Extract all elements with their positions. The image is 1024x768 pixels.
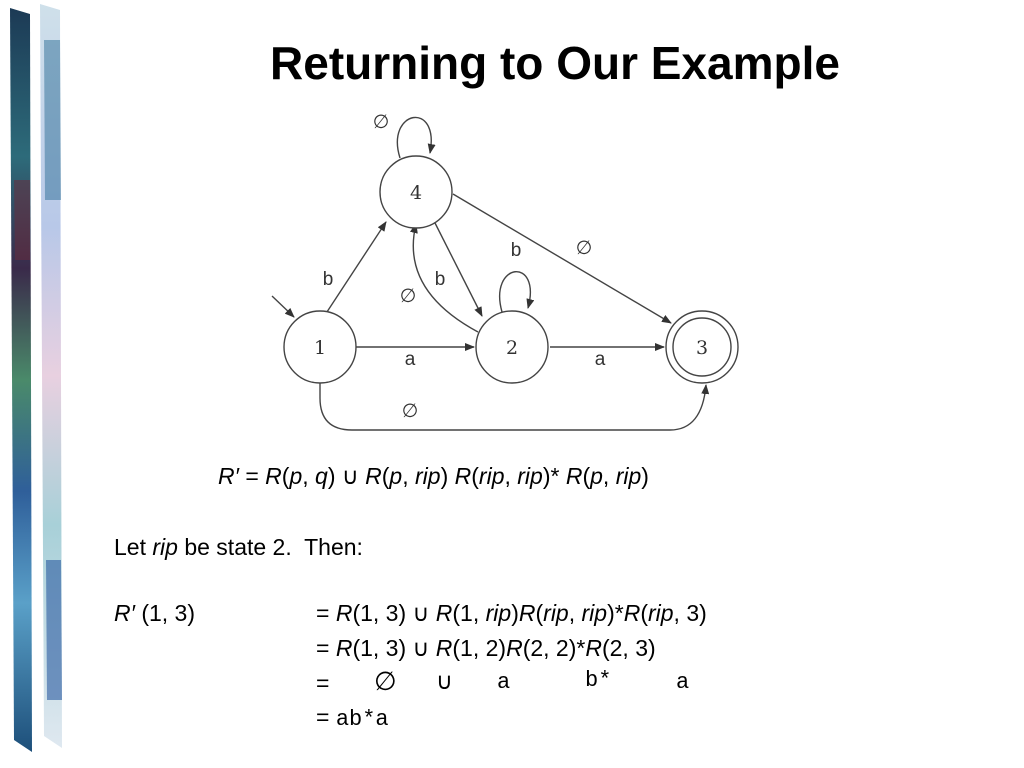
state-4-node (379, 155, 453, 229)
derivation-line-3-a: a (497, 670, 511, 695)
label-1-to-2: a (405, 349, 416, 370)
derivation-line-2: = R(1, 3) ∪ R(1, 2)R(2, 2)*R(2, 3) (316, 635, 656, 661)
edge-2-to-4 (409, 223, 479, 333)
label-loop-2: b (511, 240, 522, 261)
label-1-to-3: ∅ (402, 401, 419, 422)
label-2-to-4: ∅ (400, 286, 417, 307)
derivation-line-3-empty: ∅ (374, 666, 397, 696)
derivation-line-1: = R(1, 3) ∪ R(1, rip)R(rip, rip)*R(rip, … (316, 600, 707, 626)
label-loop-4: ∅ (373, 112, 390, 133)
derivation-line-3-a2: a (676, 670, 690, 695)
state-3-label: 3 (696, 337, 708, 359)
loop-2 (499, 270, 535, 313)
derivation-line-4: = ab*a (316, 704, 389, 732)
edge-1-to-3 (319, 383, 710, 431)
loop-4 (396, 116, 436, 159)
state-1-node (283, 310, 357, 384)
edge-1-to-4 (322, 221, 387, 319)
start-arrow (271, 295, 295, 318)
general-formula: R′ = R(p, q) ∪ R(p, rip) R(rip, rip)* R(… (218, 463, 649, 489)
derivation-line-3-bstar: b* (585, 668, 612, 693)
let-statement: Let rip be state 2. Then: (114, 534, 363, 560)
decorative-side-strip (10, 4, 62, 752)
label-4-to-2: b (435, 269, 446, 290)
derivation-lhs: R′ (1, 3) (114, 600, 196, 626)
label-4-to-3: ∅ (576, 238, 593, 259)
state-1-label: 1 (314, 337, 326, 359)
state-3-accept-ring (672, 317, 732, 377)
edge-4-to-2 (433, 220, 483, 317)
label-1-to-4: b (323, 269, 334, 290)
slide-title: Returning to Our Example (270, 37, 840, 89)
state-2-node (475, 310, 549, 384)
state-4-label: 4 (410, 182, 422, 204)
state-3-node (665, 310, 739, 384)
label-2-to-3: a (595, 349, 606, 370)
derivation-line-3-union: ∪ (436, 668, 453, 694)
state-2-label: 2 (506, 337, 518, 359)
derivation-line-3-eq: = (316, 670, 330, 696)
edge-4-to-3 (452, 193, 672, 324)
